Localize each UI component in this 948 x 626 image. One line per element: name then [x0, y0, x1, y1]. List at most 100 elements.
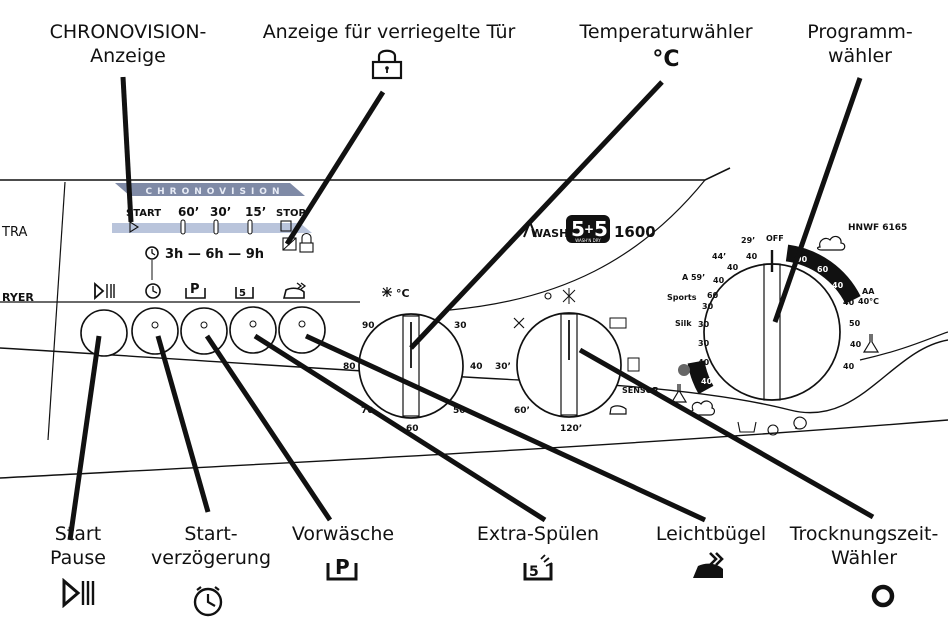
line-easy-iron — [304, 333, 707, 523]
drying-time-icon — [871, 584, 895, 608]
callout-program-selector: Programm- wähler — [790, 20, 930, 68]
start-pause-button[interactable] — [80, 309, 128, 357]
svg-text:5: 5 — [529, 564, 539, 580]
line-start-pause — [67, 335, 102, 541]
program-flask-left-icon — [670, 384, 688, 403]
dry-dial-header-circle — [544, 292, 552, 300]
temp-scale-90: 90 — [362, 321, 375, 331]
delay-times-label: 3h — 6h — 9h — [165, 247, 264, 262]
program-left-30b: 30 — [698, 320, 710, 329]
chronovision-bar — [112, 223, 312, 233]
model-label: HNWF 6165 — [848, 223, 907, 233]
temp-dial-header-unit: °C — [396, 287, 410, 300]
extra-rinse-button-led — [249, 320, 257, 328]
dry-dial-header-sun-icon — [562, 288, 576, 304]
program-left-30c: 30 — [698, 339, 710, 348]
dry-scale-120: 120’ — [560, 424, 582, 434]
svg-text:P: P — [335, 555, 350, 579]
wash-logo-prefix: WASH — [531, 227, 568, 240]
program-right-60: 60 — [817, 265, 829, 274]
temp-scale-60: 60 — [406, 424, 419, 434]
door-lock-icon — [371, 49, 403, 80]
program-left-a59: A 59’ — [682, 273, 705, 282]
program-right-40a: 40 — [832, 281, 844, 290]
program-right-40b: 40 — [843, 298, 855, 307]
easy-iron-icon — [693, 552, 724, 578]
callout-start-pause-line1: Start — [54, 523, 102, 545]
timer-start-label: START — [126, 208, 161, 219]
spin-speed-label: 1600 — [614, 223, 656, 241]
callout-extra-rinse: Extra-Spülen — [476, 523, 600, 545]
timer-60-label: 60’ — [178, 205, 199, 219]
panel-left-edge — [47, 181, 66, 441]
timer-stop-label: STOP — [276, 208, 306, 219]
timer-led-60 — [180, 219, 186, 235]
timer-stop-icon — [280, 220, 292, 232]
program-bottom-spiral-icon — [793, 416, 807, 430]
start-delay-button[interactable] — [131, 307, 179, 355]
prewash-panel-icon — [185, 288, 206, 299]
program-left-44: 44’ — [712, 252, 726, 261]
program-silk-label: Silk — [675, 319, 692, 328]
delay-panel-icon — [145, 283, 161, 299]
callout-start-pause-line2: Pause — [50, 547, 106, 569]
program-sports-label: Sports — [667, 293, 697, 302]
panel-bottom-edge — [0, 419, 948, 479]
prewash-panel-letter: P — [190, 282, 200, 297]
callout-drying-time-line2: Wähler — [830, 547, 898, 569]
program-dial-dark-arc — [785, 244, 861, 305]
callout-door-lock-display: Anzeige für verriegelte Tür — [262, 21, 516, 43]
program-cloud-icon — [816, 235, 846, 251]
start-delay-button-led — [151, 321, 159, 329]
panel-right-curve — [859, 331, 948, 361]
drying-time-dial[interactable] — [516, 312, 622, 418]
temp-dial-snowflake-icon — [382, 287, 392, 297]
timer-led-15 — [247, 219, 253, 235]
panel-lock-icon-shackle — [301, 232, 312, 243]
callout-easy-iron: Leichtbügel — [655, 523, 767, 545]
program-left-40a: 40 — [746, 252, 758, 261]
line-prewash — [204, 334, 333, 522]
program-selector-dial[interactable] — [703, 263, 841, 401]
timer-led-30 — [213, 219, 219, 235]
line-temperature — [409, 80, 664, 350]
program-bottom-tub-icon — [737, 421, 757, 433]
program-wool-icon — [678, 364, 690, 376]
wash-logo-five-left: 5 — [571, 217, 585, 241]
wash-logo-wash-n-dry: WASH'N DRY — [575, 238, 601, 243]
prewash-icon: P — [326, 555, 358, 581]
easy-iron-button[interactable] — [278, 306, 326, 354]
wash-logo-five-right: 5 — [594, 217, 608, 241]
start-pause-panel-bars — [106, 284, 115, 298]
callout-drying-time-selector: Trocknungszeit- Wähler — [780, 522, 948, 570]
program-aa-temp: 40°C — [858, 297, 879, 306]
temp-scale-70: 70 — [361, 406, 374, 416]
start-pause-panel-icon — [94, 282, 105, 300]
callout-drying-time-line1: Trocknungszeit- — [789, 523, 939, 545]
prewash-button[interactable] — [180, 307, 228, 355]
program-left-40e: 40 — [701, 377, 713, 386]
temp-scale-80: 80 — [343, 362, 356, 372]
program-left-30a: 30 — [702, 302, 714, 311]
line-extra-rinse — [253, 333, 547, 523]
temp-scale-50: 50 — [453, 406, 466, 416]
callout-lines — [67, 76, 875, 541]
panel-top-edge — [0, 167, 731, 181]
start-delay-icon — [193, 586, 223, 617]
dry-sensor-label: SENSOR — [622, 386, 659, 395]
line-door-lock — [284, 90, 386, 246]
brand-left-b: RYER — [2, 291, 34, 304]
dry-wardrobe-icon — [627, 357, 640, 372]
program-right-90: 90 — [796, 255, 808, 264]
brand-left-a: TRA — [1, 225, 27, 240]
delay-panel-icon-hands — [152, 286, 158, 294]
program-off-label: OFF — [766, 234, 784, 243]
temperature-unit-symbol: °C — [652, 47, 680, 72]
delay-clock-hands — [151, 249, 156, 256]
callout-prewash: Vorwäsche — [291, 523, 395, 545]
callout-start-delay-line2: verzögerung — [150, 547, 272, 569]
callout-temperature-selector: Temperaturwähler — [579, 21, 753, 43]
timer-15-label: 15’ — [245, 205, 266, 219]
program-right-40d: 40 — [843, 362, 855, 371]
